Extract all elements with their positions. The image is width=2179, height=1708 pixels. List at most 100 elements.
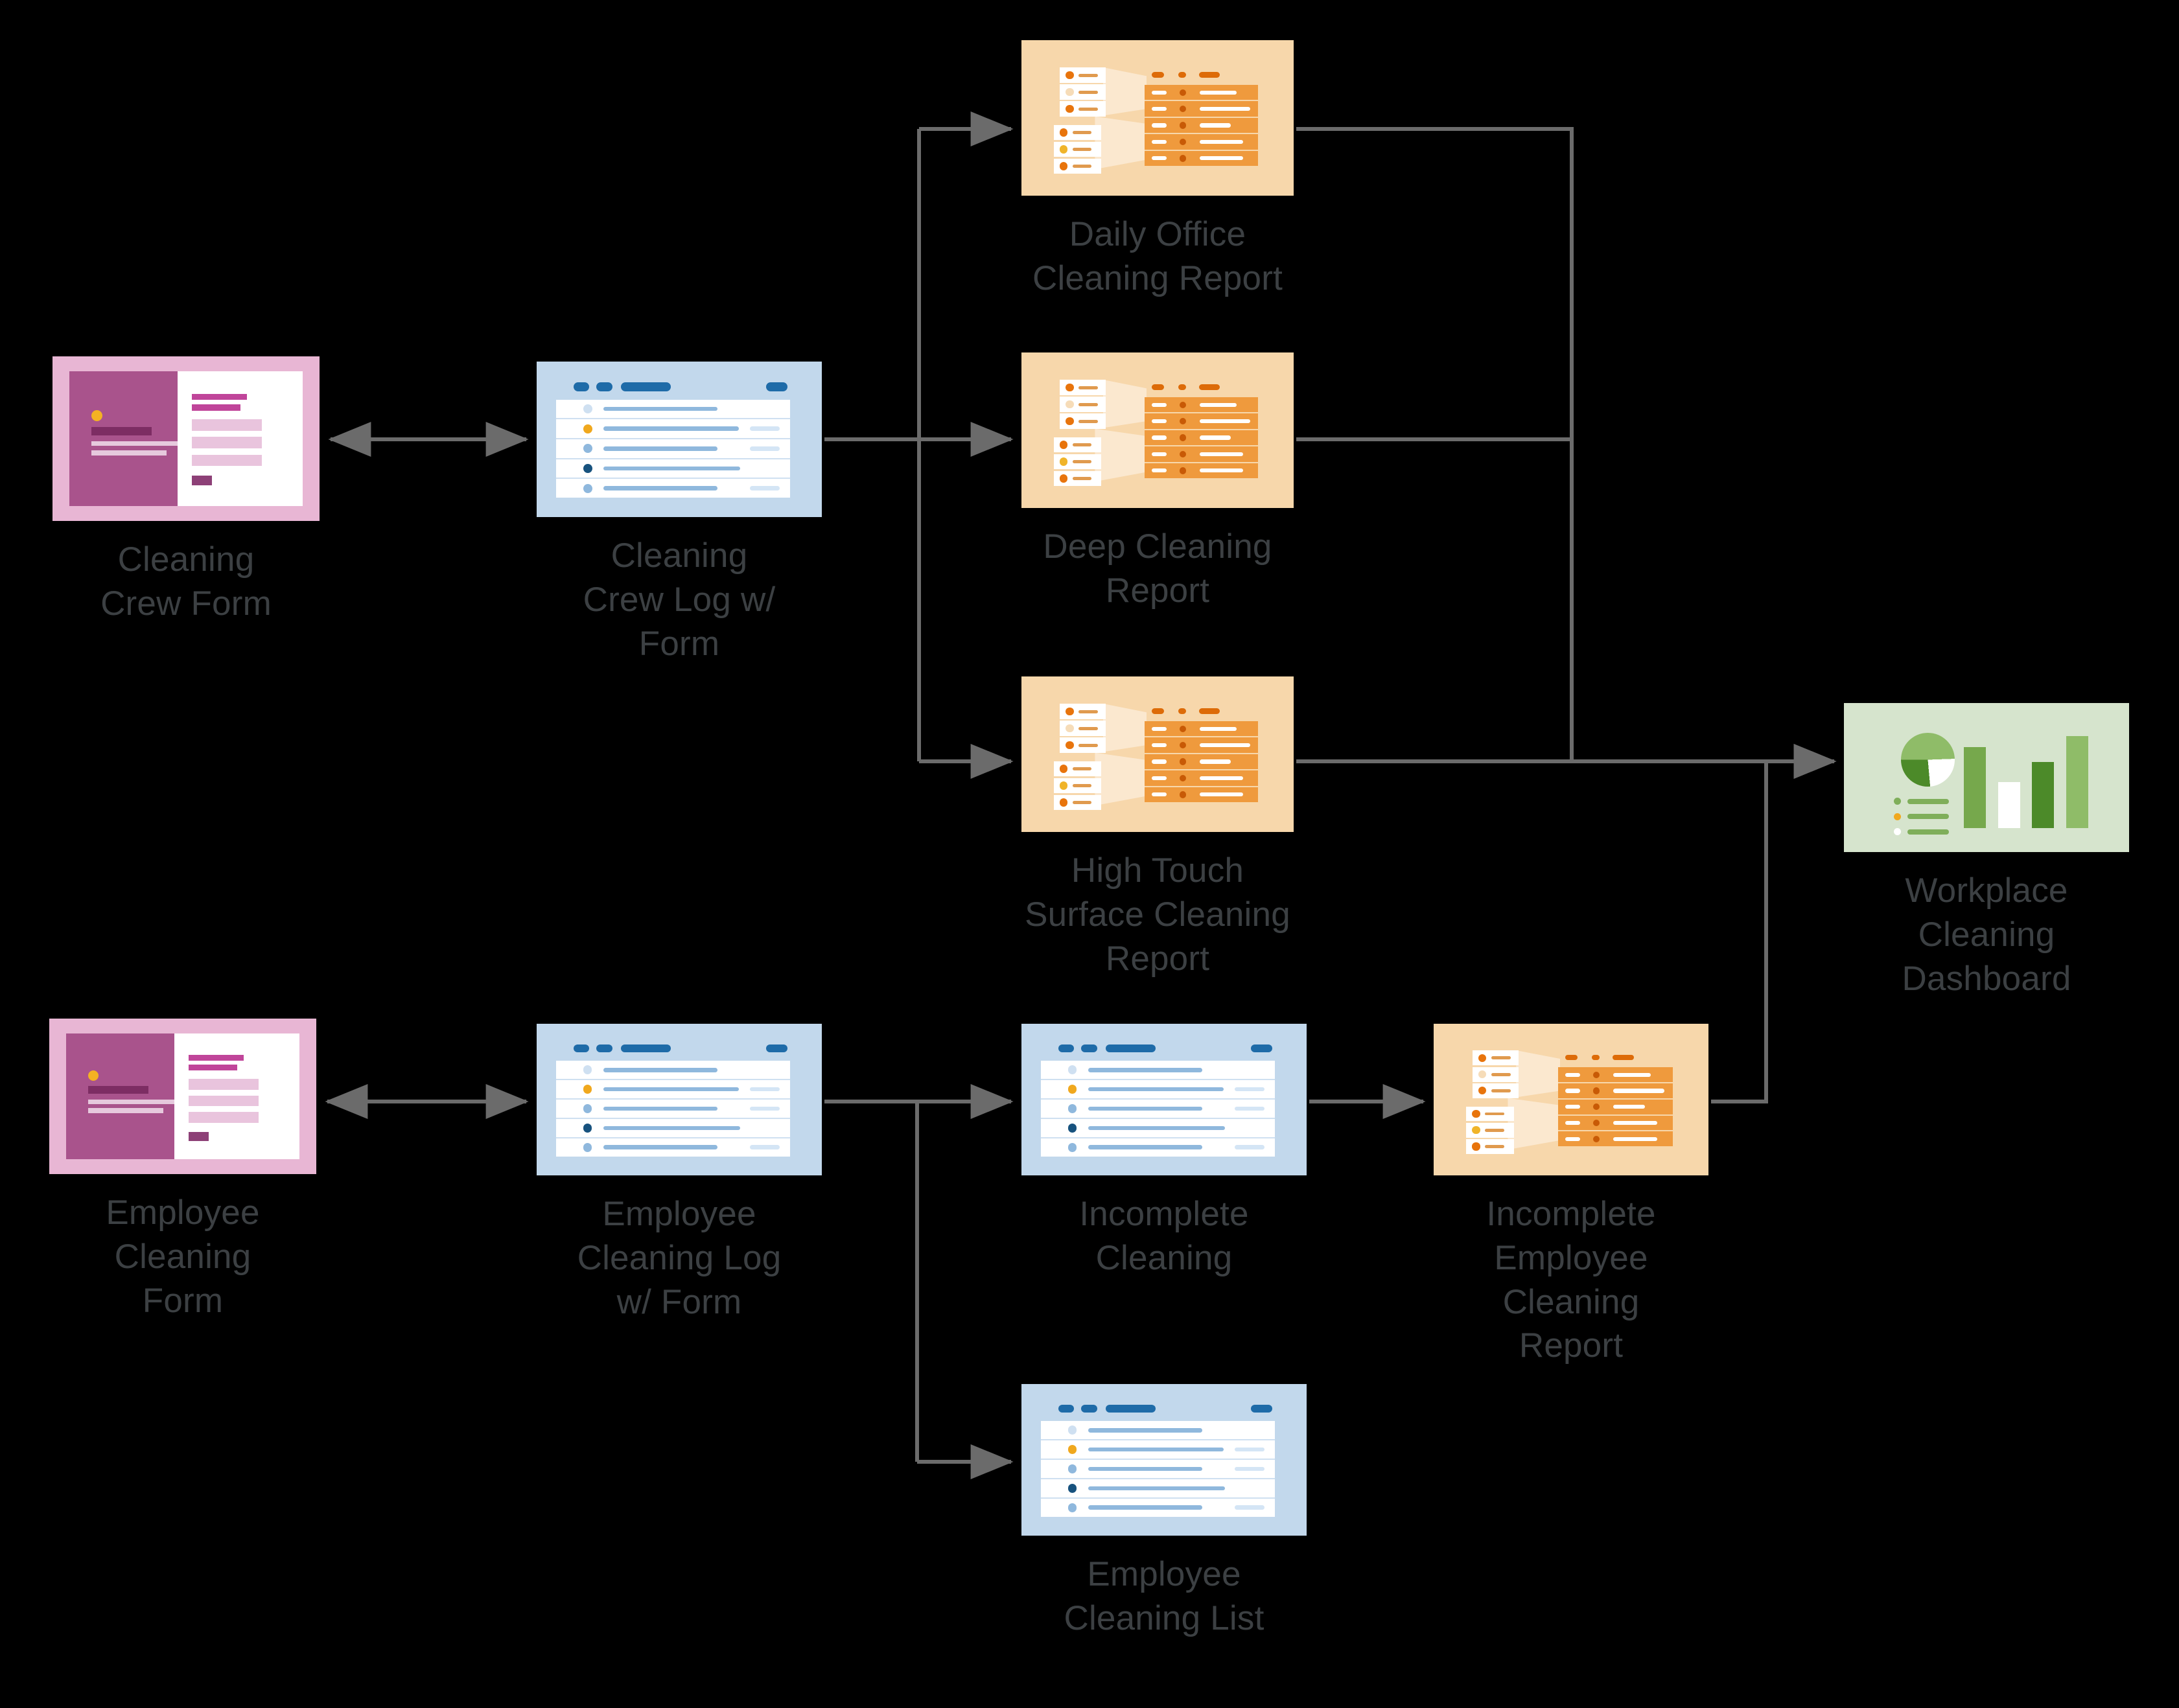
- report-cell-label: [1151, 792, 1167, 797]
- log-row: [1040, 1100, 1275, 1119]
- report-header-pill: [1151, 708, 1164, 714]
- node-incomplete-cleaning[interactable]: Incomplete Cleaning: [1021, 1024, 1307, 1280]
- report-cell-dot: [1179, 758, 1187, 765]
- cleaning-crew-form-icon[interactable]: [52, 356, 320, 521]
- report-source-card: [1053, 761, 1102, 777]
- report-cell-dot: [1179, 154, 1187, 162]
- report-cell-label: [1151, 759, 1167, 764]
- report-funnel: [1103, 704, 1147, 752]
- report-source-card: [1060, 380, 1106, 395]
- log-list-icon: [1021, 1024, 1307, 1175]
- employee-cleaning-list-icon[interactable]: [1021, 1384, 1307, 1536]
- legend-dot: [1894, 798, 1902, 805]
- dashboard-icon: [1844, 703, 2129, 852]
- log-header-pill: [620, 382, 671, 391]
- report-header-pill: [1198, 708, 1220, 714]
- node-employee-cleaning-form[interactable]: Employee Cleaning Form: [49, 1019, 316, 1322]
- log-header-pill: [766, 382, 788, 391]
- log-row-tag: [750, 426, 780, 432]
- log-header-pill: [1081, 1044, 1097, 1053]
- employee-cleaning-log-icon[interactable]: [537, 1024, 822, 1175]
- log-header-pill: [596, 382, 612, 391]
- report-table-row: [1144, 721, 1259, 738]
- report-table: [1144, 721, 1259, 802]
- employee-cleaning-log-label: Employee Cleaning Log w/ Form: [577, 1195, 782, 1321]
- report-header-pill: [1613, 1054, 1635, 1061]
- report-card-line: [1072, 164, 1092, 168]
- report-card-line: [1078, 90, 1098, 94]
- log-header-pill: [596, 1044, 612, 1053]
- node-deep-cleaning-report[interactable]: Deep Cleaning Report: [1021, 352, 1294, 613]
- report-card-dot: [1066, 87, 1074, 97]
- form-left-panel: [65, 1033, 175, 1160]
- log-row-tag: [1235, 1505, 1265, 1510]
- log-status-dot: [583, 1065, 592, 1075]
- report-cell-dot: [1592, 1103, 1600, 1111]
- report-cell-dot: [1179, 741, 1187, 749]
- report-source-card: [1060, 397, 1106, 412]
- report-cell-dot: [1592, 1071, 1600, 1078]
- daily-office-report-icon[interactable]: [1021, 40, 1294, 196]
- cleaning-crew-log-icon[interactable]: [537, 362, 822, 517]
- log-header-pill: [1058, 1404, 1075, 1413]
- workplace-dashboard-icon[interactable]: [1844, 703, 2129, 852]
- form-left-bar: [88, 1099, 175, 1104]
- report-source-card: [1060, 413, 1106, 429]
- node-daily-office-report[interactable]: Daily Office Cleaning Report: [1021, 40, 1294, 301]
- report-cell-dot: [1592, 1135, 1600, 1142]
- form-body: [65, 1033, 300, 1160]
- report-table-row: [1144, 413, 1259, 430]
- report-table-row: [1144, 430, 1259, 447]
- report-card-dot: [1066, 741, 1074, 750]
- node-incomplete-employee-report[interactable]: Incomplete Employee Cleaning Report: [1434, 1024, 1708, 1368]
- report-cell-value: [1200, 139, 1244, 144]
- report-cell-dot: [1179, 138, 1187, 146]
- report-cell-dot: [1179, 450, 1187, 458]
- form-field-bar: [191, 437, 262, 448]
- report-source-card: [1053, 794, 1102, 811]
- report-header-pill: [1151, 72, 1164, 78]
- report-table-header: [1151, 72, 1220, 78]
- report-card-line: [1078, 73, 1098, 77]
- incomplete-cleaning-icon[interactable]: [1021, 1024, 1307, 1175]
- high-touch-report-icon[interactable]: [1021, 676, 1294, 832]
- node-high-touch-report[interactable]: High Touch Surface Cleaning Report: [1021, 676, 1294, 980]
- report-card-dot: [1059, 441, 1068, 449]
- node-cleaning-crew-log[interactable]: Cleaning Crew Log w/ Form: [537, 362, 822, 665]
- report-card-dot: [1066, 104, 1074, 113]
- report-cell-value: [1200, 107, 1250, 111]
- log-row-line: [1088, 1427, 1202, 1433]
- report-source-card: [1466, 1106, 1515, 1122]
- node-workplace-dashboard[interactable]: Workplace Cleaning Dashboard: [1844, 703, 2129, 1000]
- log-status-dot: [583, 464, 592, 473]
- log-row: [1041, 1499, 1275, 1517]
- report-table-row: [1557, 1067, 1673, 1084]
- report-cell-dot: [1179, 105, 1187, 113]
- report-source-card: [1466, 1122, 1515, 1138]
- log-row-line: [603, 1145, 717, 1150]
- report-source-card: [1060, 67, 1106, 83]
- report-card-dot: [1059, 798, 1068, 807]
- node-employee-cleaning-list[interactable]: Employee Cleaning List: [1021, 1384, 1307, 1641]
- report-table-row: [1557, 1099, 1673, 1116]
- report-table-row: [1144, 85, 1259, 102]
- log-status-dot: [1067, 1065, 1077, 1075]
- log-header-pill: [620, 1044, 671, 1053]
- log-row-tag: [1235, 1106, 1265, 1111]
- node-cleaning-crew-form[interactable]: Cleaning Crew Form: [52, 356, 320, 626]
- log-table: [1040, 1421, 1275, 1517]
- incomplete-employee-report-icon[interactable]: [1434, 1024, 1708, 1175]
- report-card-dot: [1059, 474, 1068, 483]
- report-cell-dot: [1179, 401, 1187, 409]
- employee-cleaning-form-icon[interactable]: [49, 1019, 316, 1174]
- cleaning-crew-form-label: Cleaning Crew Form: [100, 540, 272, 623]
- report-card-line: [1078, 419, 1098, 423]
- report-header-pill: [1198, 384, 1220, 390]
- bar-chart: [1963, 735, 2106, 829]
- log-row: [555, 1100, 790, 1119]
- report-cell-dot: [1179, 434, 1187, 441]
- report-cell-label: [1565, 1072, 1580, 1077]
- node-employee-cleaning-log[interactable]: Employee Cleaning Log w/ Form: [537, 1024, 822, 1324]
- log-row-tag: [1235, 1447, 1265, 1452]
- deep-cleaning-report-icon[interactable]: [1021, 352, 1294, 508]
